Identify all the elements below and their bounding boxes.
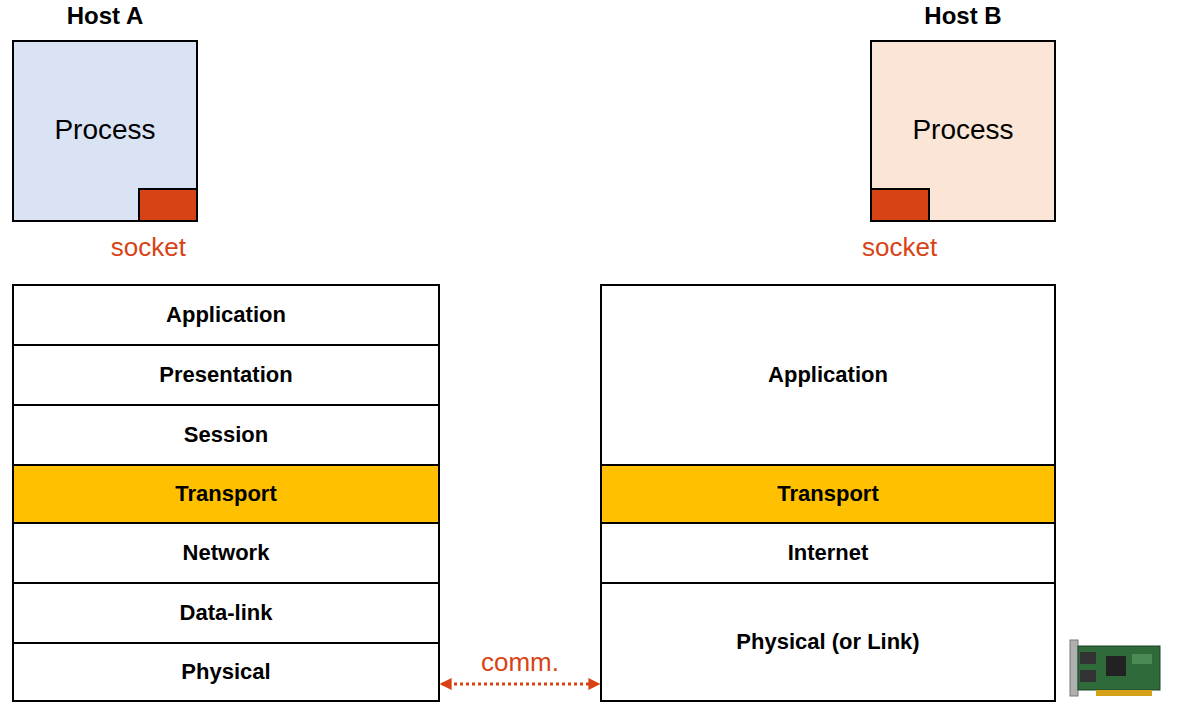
layer-band: Physical [12, 642, 440, 702]
process-box: Host BProcesssocket [870, 40, 1056, 222]
layer-label: Data-link [180, 600, 273, 626]
layer-label: Network [183, 540, 270, 566]
card-port [1080, 652, 1096, 664]
layer-label: Transport [175, 481, 276, 507]
card-chip [1106, 656, 1126, 676]
edge-label: comm. [479, 647, 561, 678]
layer-band: Internet [600, 522, 1056, 584]
card-board [1078, 646, 1160, 690]
layer-label: Physical [181, 659, 270, 685]
socket-label: socket [111, 232, 186, 263]
process-box: Host AProcesssocket [12, 40, 198, 222]
layer-band: Application [12, 284, 440, 346]
layer-label: Application [768, 362, 888, 388]
card-component [1132, 654, 1152, 664]
layer-band: Physical (or Link) [600, 582, 1056, 702]
host-heading: Host A [14, 2, 196, 30]
layer-label: Presentation [159, 362, 292, 388]
process-label: Process [872, 114, 1054, 146]
layer-band: Session [12, 404, 440, 466]
network-card [1066, 636, 1166, 702]
layer-label: Internet [788, 540, 869, 566]
socket-box: socket [138, 188, 198, 222]
process-label: Process [14, 114, 196, 146]
layer-label: Physical (or Link) [736, 629, 919, 655]
layer-band: Transport [600, 464, 1056, 524]
layer-label: Session [184, 422, 268, 448]
layer-band: Network [12, 522, 440, 584]
layer-label: Application [166, 302, 286, 328]
socket-box: socket [870, 188, 930, 222]
layer-band: Data-link [12, 582, 440, 644]
card-port [1080, 670, 1096, 682]
host-heading: Host B [872, 2, 1054, 30]
layer-band: Transport [12, 464, 440, 524]
card-bracket [1070, 640, 1078, 696]
card-connector [1096, 690, 1152, 696]
comm-arrow [442, 683, 598, 686]
layer-band: Application [600, 284, 1056, 466]
layer-label: Transport [777, 481, 878, 507]
layer-band: Presentation [12, 344, 440, 406]
socket-label: socket [862, 232, 937, 263]
